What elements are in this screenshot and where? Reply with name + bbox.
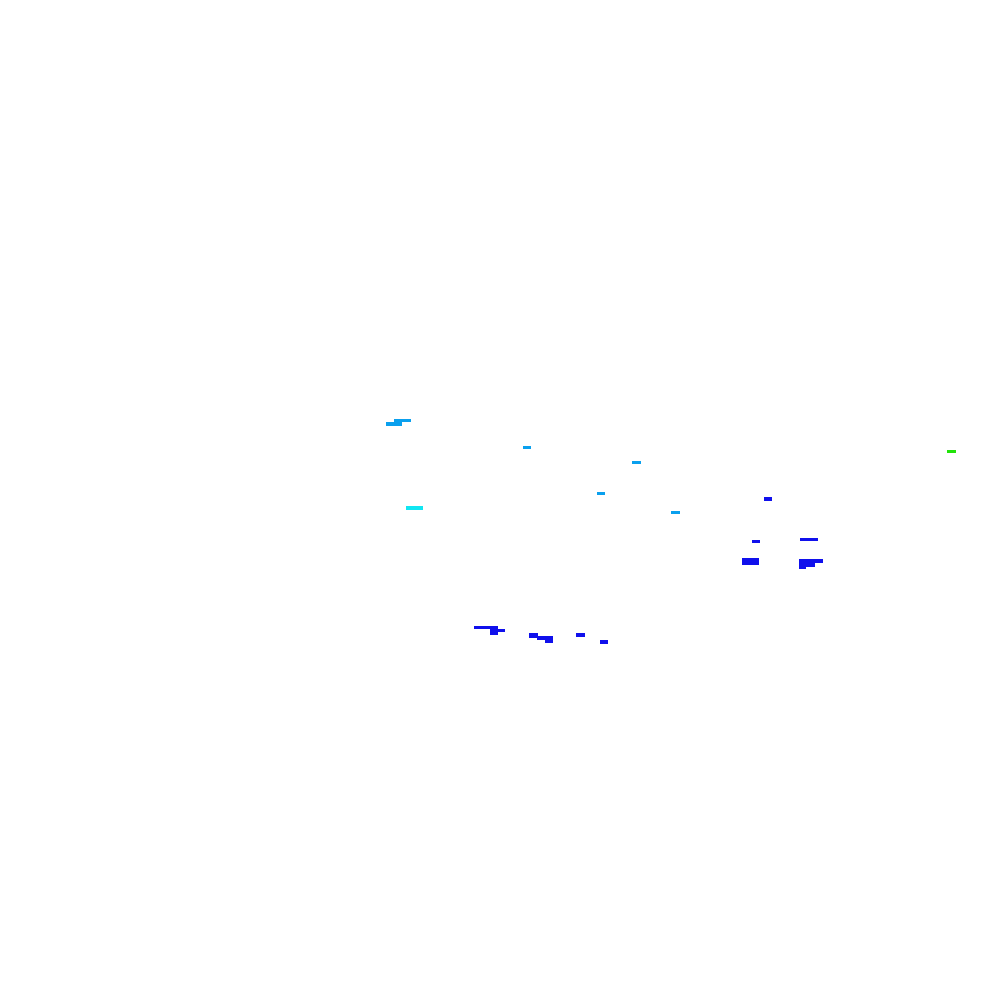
mark: [600, 640, 608, 644]
mark: [799, 559, 823, 563]
mark: [474, 626, 498, 629]
mark: [671, 511, 680, 514]
mark: [386, 422, 402, 426]
mark: [529, 633, 538, 638]
mark: [490, 629, 505, 632]
mark: [799, 563, 815, 567]
light-blue-marks: [386, 419, 680, 514]
blue-marks: [474, 497, 823, 644]
mark: [752, 540, 760, 543]
mark: [394, 419, 411, 422]
mark: [597, 492, 605, 495]
mark: [406, 506, 423, 510]
green-marks: [947, 450, 956, 453]
mark: [523, 446, 531, 449]
mark: [947, 450, 956, 453]
mark: [799, 566, 806, 569]
mark: [800, 538, 818, 541]
mark: [632, 461, 641, 464]
mark: [490, 632, 498, 635]
mark: [742, 558, 759, 565]
mark: [764, 497, 772, 501]
mark: [545, 640, 553, 643]
cyan-marks: [406, 506, 423, 510]
mark: [576, 633, 585, 637]
mark: [537, 636, 553, 640]
